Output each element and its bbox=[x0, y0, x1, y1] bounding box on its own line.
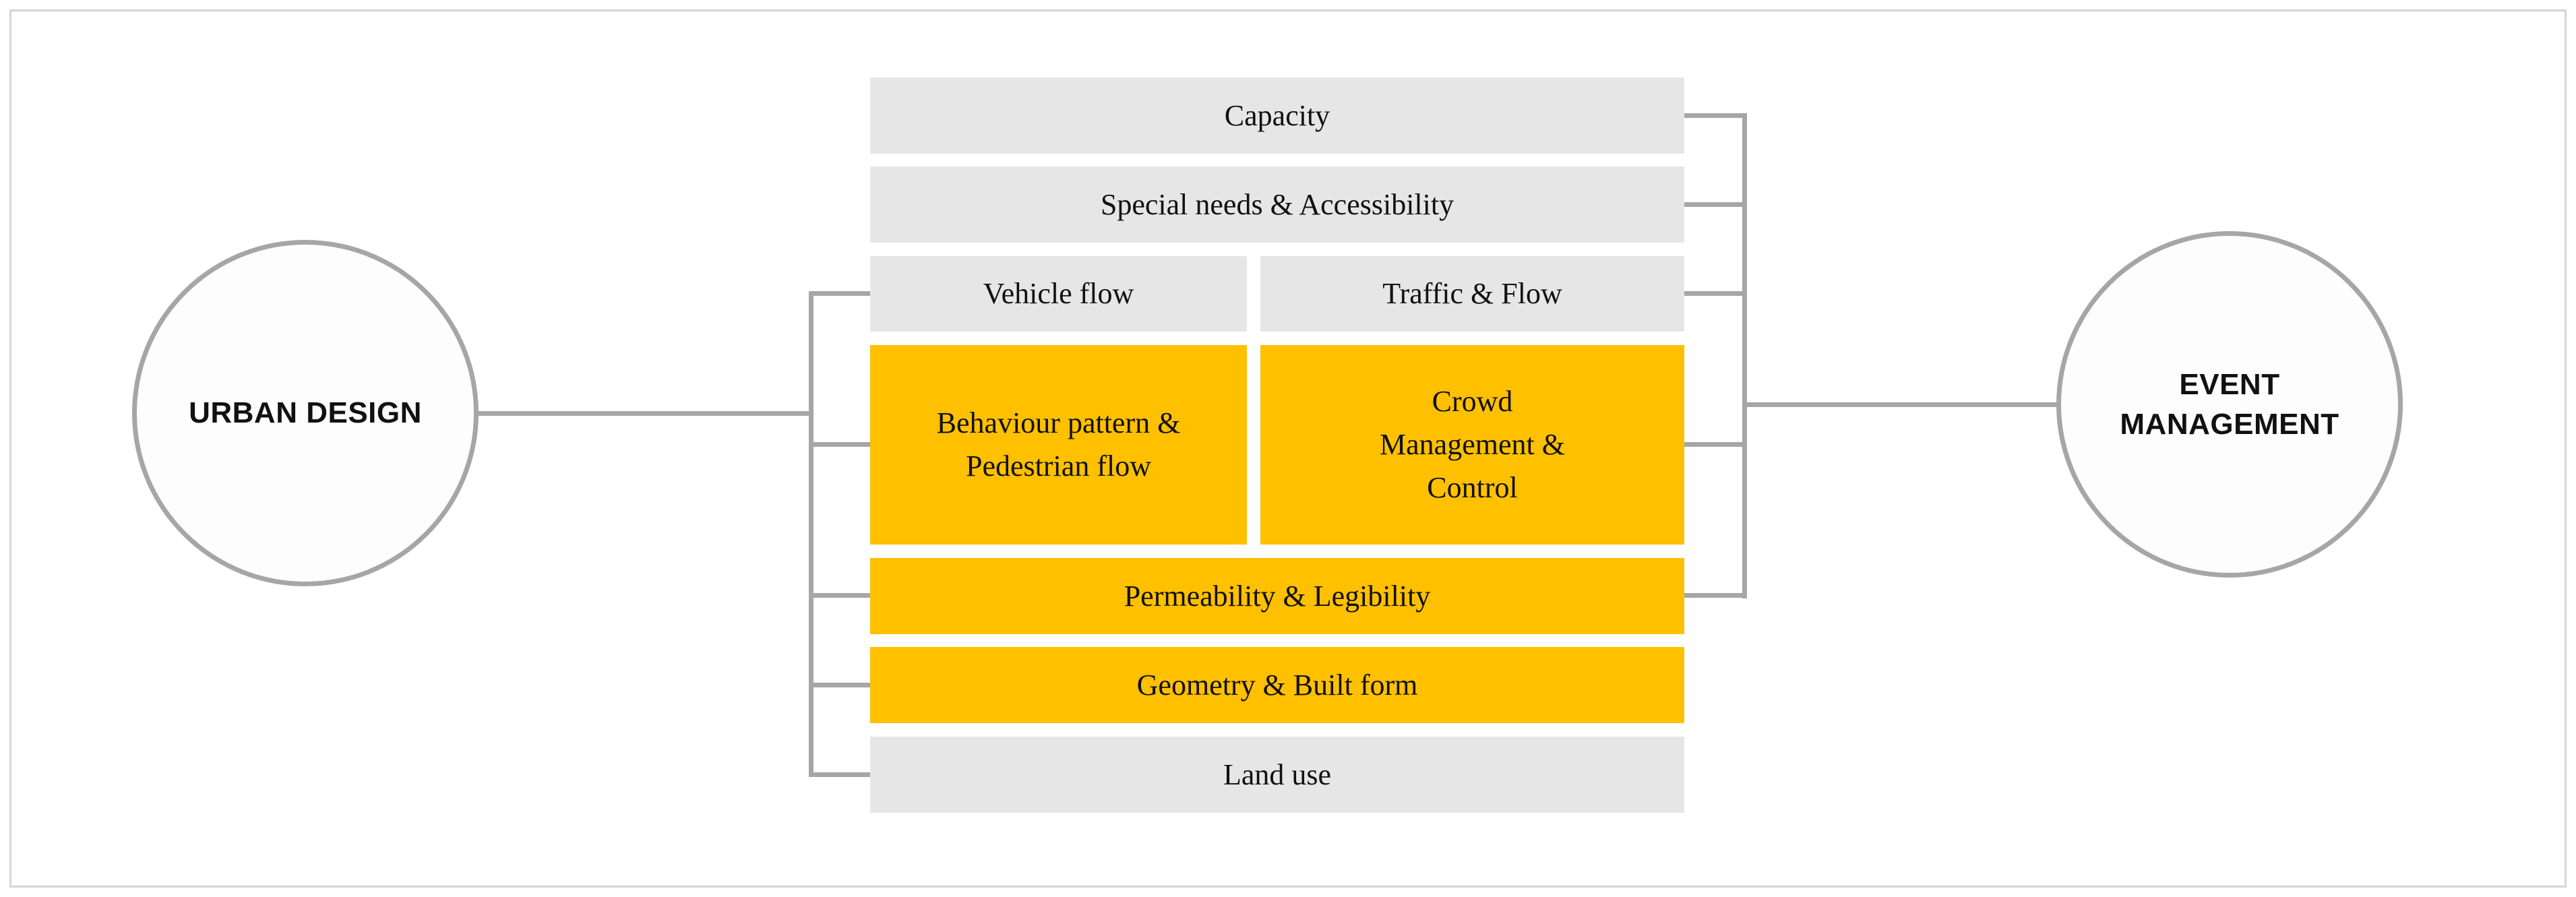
connector-stub-behaviour-pattern bbox=[809, 442, 870, 447]
box-behaviour-pattern-label: Behaviour pattern & Pedestrian flow bbox=[936, 406, 1181, 483]
box-vehicle-flow: Vehicle flow bbox=[870, 256, 1247, 332]
urban-design-label: URBAN DESIGN bbox=[189, 396, 422, 430]
connector-stub-geometry bbox=[809, 683, 870, 687]
urban-design-bracket-line bbox=[809, 291, 814, 777]
box-behaviour-pattern-pedestrian-flow: Behaviour pattern & Pedestrian flow bbox=[870, 345, 1247, 545]
connector-stub-vehicle-flow bbox=[809, 291, 870, 296]
connector-stub-capacity bbox=[1684, 113, 1747, 118]
event-management-connector-line bbox=[1742, 402, 2059, 407]
connector-stub-crowd-management bbox=[1684, 442, 1747, 447]
box-land-use-label: Land use bbox=[1223, 757, 1332, 791]
box-crowd-management-label: Crowd Management & Control bbox=[1380, 385, 1565, 504]
box-capacity: Capacity bbox=[870, 78, 1684, 154]
urban-design-connector-line bbox=[476, 411, 814, 416]
connector-stub-permeability-left bbox=[809, 593, 870, 598]
box-permeability-label: Permeability & Legibility bbox=[1124, 579, 1431, 613]
box-land-use: Land use bbox=[870, 737, 1684, 813]
box-permeability-legibility: Permeability & Legibility bbox=[870, 558, 1684, 634]
urban-design-node: URBAN DESIGN bbox=[132, 240, 479, 586]
connector-stub-special-needs bbox=[1684, 202, 1747, 207]
event-management-bracket-line bbox=[1742, 113, 1747, 598]
box-geometry-built-form: Geometry & Built form bbox=[870, 647, 1684, 723]
box-special-needs-accessibility: Special needs & Accessibility bbox=[870, 166, 1684, 243]
connector-stub-permeability-right bbox=[1684, 593, 1747, 598]
box-capacity-label: Capacity bbox=[1224, 98, 1330, 132]
box-special-needs-label: Special needs & Accessibility bbox=[1100, 187, 1454, 221]
box-traffic-flow-label: Traffic & Flow bbox=[1382, 277, 1562, 311]
connector-stub-land-use bbox=[809, 772, 870, 777]
event-management-label: EVENT MANAGEMENT bbox=[2120, 367, 2339, 441]
box-vehicle-flow-label: Vehicle flow bbox=[983, 277, 1134, 311]
box-crowd-management-control: Crowd Management & Control bbox=[1260, 345, 1684, 545]
connector-stub-traffic-flow bbox=[1684, 291, 1747, 296]
box-traffic-flow: Traffic & Flow bbox=[1260, 256, 1684, 332]
event-management-node: EVENT MANAGEMENT bbox=[2056, 231, 2403, 578]
box-geometry-label: Geometry & Built form bbox=[1136, 668, 1418, 702]
